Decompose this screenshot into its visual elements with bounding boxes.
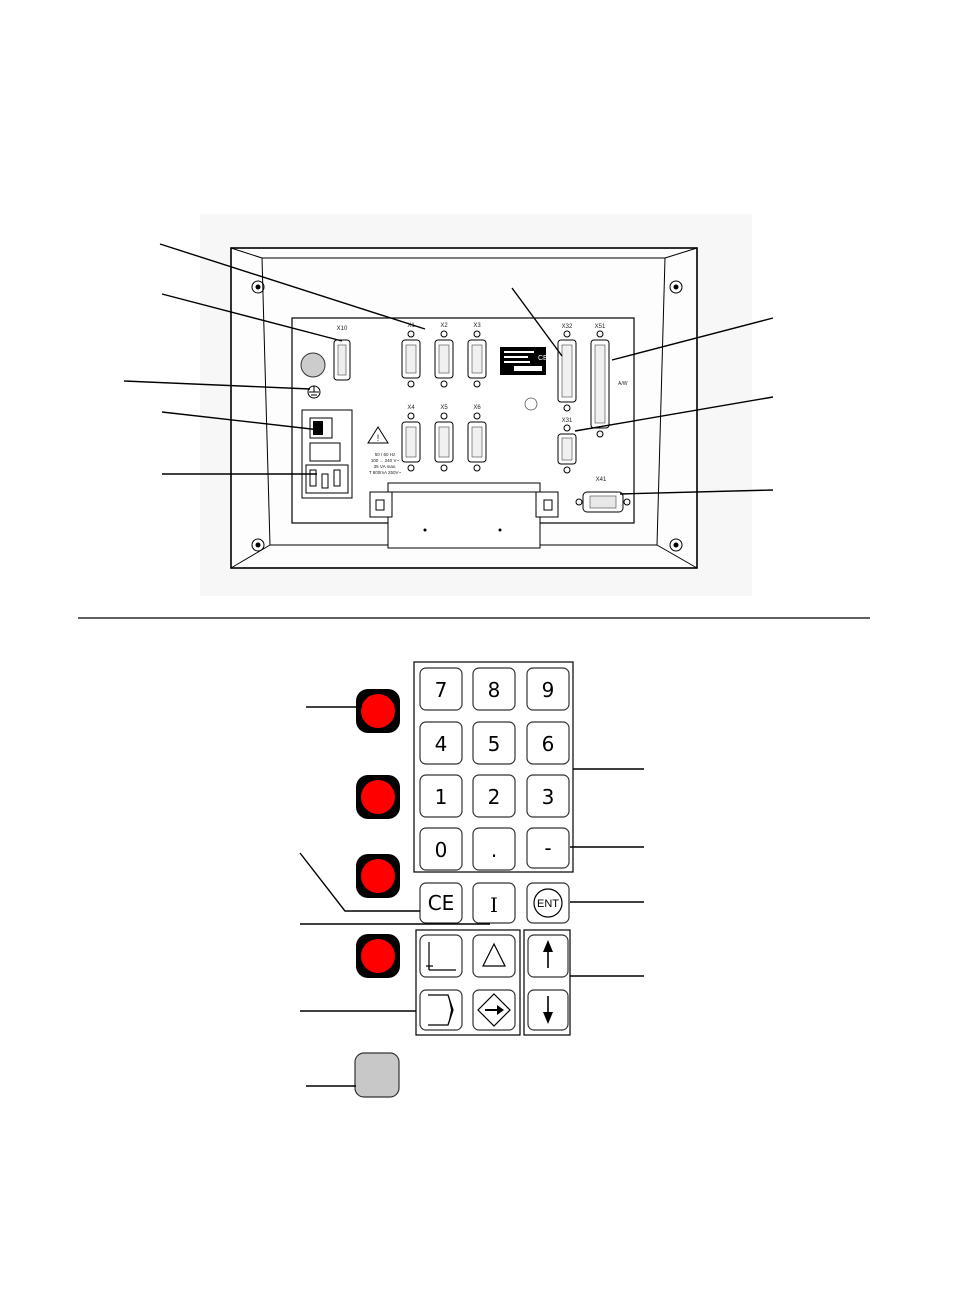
svg-text:X4: X4: [407, 405, 415, 411]
svg-text:5: 5: [488, 732, 501, 756]
svg-text:X6: X6: [473, 405, 481, 411]
svg-text:6: 6: [542, 732, 555, 756]
key-6[interactable]: 6: [526, 721, 570, 765]
svg-text:9: 9: [542, 678, 555, 702]
svg-text:I: I: [490, 893, 498, 917]
ground-icon: [307, 385, 321, 399]
function-keys-group: [415, 929, 521, 1036]
key-decimal[interactable]: .: [472, 827, 516, 871]
connector-x10: X10: [333, 326, 351, 381]
connector-x1: X1: [401, 323, 421, 388]
bracket-arrow-key[interactable]: [419, 989, 463, 1031]
arrow-keys-group: [523, 929, 571, 1036]
svg-text:3: 3: [542, 785, 555, 809]
svg-text:!: !: [377, 433, 380, 443]
datum-key[interactable]: [419, 934, 463, 978]
key-2[interactable]: 2: [472, 774, 516, 818]
svg-text:X3: X3: [473, 323, 481, 329]
svg-text:X32: X32: [562, 324, 573, 330]
red-key-4[interactable]: [356, 934, 400, 978]
red-key-2[interactable]: [356, 775, 400, 819]
svg-text:4: 4: [435, 732, 448, 756]
id-plate: CE: [500, 347, 548, 375]
keypad-leader-lines: [299, 706, 644, 1087]
key-0[interactable]: 0: [419, 827, 463, 871]
key-3[interactable]: 3: [526, 774, 570, 818]
red-key-1[interactable]: [356, 689, 400, 733]
svg-text:1: 1: [435, 785, 448, 809]
arrow-down-key[interactable]: [527, 989, 569, 1031]
svg-text:ENT: ENT: [537, 898, 559, 910]
keypad-figure: 7 8 9 4 5 6 1 2: [299, 661, 644, 1098]
arrow-up-icon: [543, 940, 553, 968]
bracket-arrow-icon: [428, 994, 454, 1026]
svg-text:X2: X2: [440, 323, 448, 329]
svg-text:T 800mA 250V~: T 800mA 250V~: [369, 470, 402, 475]
svg-text:8: 8: [488, 678, 501, 702]
svg-text:CE: CE: [428, 891, 455, 915]
power-block: [301, 409, 353, 499]
svg-text:X10: X10: [337, 326, 348, 332]
key-ce[interactable]: CE: [419, 882, 463, 924]
power-rating-label: 50 / 60 Hz 100 ... 240 V~ 35 VA max. T 8…: [369, 452, 402, 475]
fuse-holder: [300, 352, 326, 378]
svg-text:X5: X5: [440, 405, 448, 411]
svg-text:0: 0: [435, 838, 448, 862]
svg-text:35 VA max.: 35 VA max.: [374, 464, 397, 469]
svg-text:50 / 60 Hz: 50 / 60 Hz: [375, 452, 396, 457]
key-4[interactable]: 4: [419, 721, 463, 765]
gray-key[interactable]: [354, 1052, 400, 1098]
connector-x6: X6: [467, 405, 487, 472]
svg-text:CE: CE: [538, 355, 548, 362]
svg-text:X1: X1: [407, 323, 415, 329]
red-key-face: [361, 694, 395, 728]
housing-screws: [251, 280, 683, 552]
numeric-keys-group: [413, 661, 574, 873]
connector-x2: X2: [434, 323, 454, 388]
warning-icon: !: [367, 426, 389, 444]
arrow-down-icon: [543, 996, 553, 1024]
connector-x31: X31: [557, 418, 577, 474]
svg-text:X41: X41: [596, 477, 607, 483]
svg-text:A/W: A/W: [618, 381, 628, 387]
key-ent[interactable]: ENT: [526, 882, 570, 924]
diamond-arrow-icon: [477, 993, 511, 1027]
connector-x4: X4: [401, 405, 421, 472]
mounting-bracket: [369, 482, 559, 549]
approval-mark: [524, 397, 538, 411]
svg-text:X31: X31: [562, 418, 573, 424]
key-1[interactable]: 1: [419, 774, 463, 818]
svg-text:2: 2: [488, 785, 501, 809]
arrow-up-key[interactable]: [527, 934, 569, 978]
diamond-arrow-key[interactable]: [472, 989, 516, 1031]
connector-x51: X51 A/W: [590, 324, 628, 438]
key-9[interactable]: 9: [526, 667, 570, 711]
key-minus[interactable]: -: [526, 827, 570, 869]
svg-text:.: .: [491, 838, 497, 862]
key-i[interactable]: I: [472, 882, 516, 924]
svg-text:100 ... 240 V~: 100 ... 240 V~: [371, 458, 400, 463]
key-5[interactable]: 5: [472, 721, 516, 765]
key-8[interactable]: 8: [472, 667, 516, 711]
rear-panel-leader-lines: [123, 243, 774, 495]
red-key-3[interactable]: [356, 854, 400, 898]
svg-text:X51: X51: [595, 324, 606, 330]
rear-panel-figure: X10 ! 50 / 60 Hz 10: [123, 214, 774, 596]
triangle-key[interactable]: [472, 934, 516, 978]
connector-x41: X41: [575, 477, 631, 513]
connector-x5: X5: [434, 405, 454, 472]
datum-icon: [426, 942, 456, 971]
svg-text:-: -: [544, 836, 551, 860]
svg-text:7: 7: [435, 678, 448, 702]
key-7[interactable]: 7: [419, 667, 463, 711]
connector-x3: X3: [467, 323, 487, 388]
triangle-icon: [482, 942, 506, 967]
